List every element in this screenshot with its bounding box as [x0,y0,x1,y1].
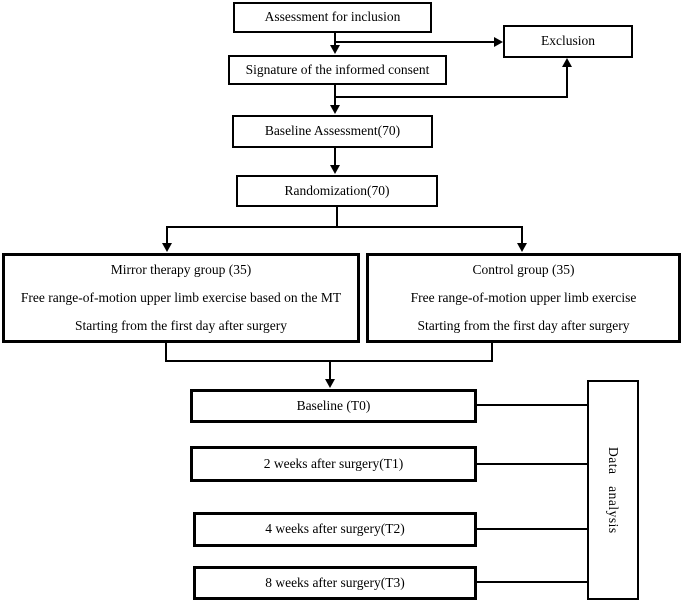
node-mirror-therapy-group: Mirror therapy group (35) Free range-of-… [2,253,360,343]
node-line: Starting from the first day after surger… [75,318,287,333]
node-label: Exclusion [541,33,595,49]
connector-split-horizontal [166,226,523,228]
node-timepoint-t1: 2 weeks after surgery(T1) [190,446,477,482]
connector-randomization-stem [336,207,338,228]
connector-assessment-to-exclusion [335,41,494,43]
node-line: Free range-of-motion upper limb exercise [410,290,637,305]
node-data-analysis: Data analysis [587,380,639,600]
arrowhead-down-icon [330,105,340,114]
node-label: Assessment for inclusion [264,9,401,25]
arrowhead-down-icon [330,45,340,54]
node-label: Signature of the informed consent [245,61,430,77]
node-timepoint-t3: 8 weeks after surgery(T3) [193,566,477,600]
node-informed-consent: Signature of the informed consent [228,55,447,85]
arrowhead-down-icon [330,165,340,174]
node-timepoint-t2: 4 weeks after surgery(T2) [193,512,477,547]
connector-consent-to-exclusion-horizontal [335,96,568,98]
node-exclusion: Exclusion [503,25,633,58]
connector-t0-to-data-analysis [477,404,587,406]
node-timepoint-t0: Baseline (T0) [190,389,477,423]
node-label: Baseline (T0) [296,397,371,413]
arrowhead-down-icon [162,243,172,252]
node-control-group: Control group (35) Free range-of-motion … [366,253,681,343]
connector-split-left-drop [166,226,168,244]
arrowhead-right-icon [494,37,503,47]
connector-t3-to-data-analysis [477,581,587,583]
connector-control-group-drop [491,343,493,362]
connector-mirror-group-drop [165,343,167,362]
connector-assessment-to-consent [334,32,336,46]
arrowhead-down-icon [517,243,527,252]
node-randomization: Randomization(70) [236,175,438,207]
node-line: Mirror therapy group (35) [110,262,252,277]
connector-baseline-to-randomization [334,148,336,166]
node-label: 2 weeks after surgery(T1) [263,455,404,471]
node-line: Control group (35) [472,262,575,277]
connector-split-right-drop [521,226,523,244]
node-label: Baseline Assessment(70) [264,123,401,139]
arrowhead-down-icon [325,379,335,388]
node-line: Free range-of-motion upper limb exercise… [20,290,342,305]
node-baseline-assessment: Baseline Assessment(70) [232,115,433,148]
arrowhead-up-icon [562,58,572,67]
node-line: Starting from the first day after surger… [417,318,630,333]
node-assessment-for-inclusion: Assessment for inclusion [233,2,432,33]
connector-merge-stem [329,360,331,379]
node-label: 8 weeks after surgery(T3) [265,574,405,590]
connector-consent-to-exclusion-vertical [566,66,568,98]
node-label: Randomization(70) [284,182,390,198]
node-label: 4 weeks after surgery(T2) [265,521,405,537]
connector-consent-to-baseline [334,85,336,106]
node-label-vertical: Data analysis [606,446,622,534]
connector-t2-to-data-analysis [477,528,587,530]
connector-t1-to-data-analysis [477,463,587,465]
